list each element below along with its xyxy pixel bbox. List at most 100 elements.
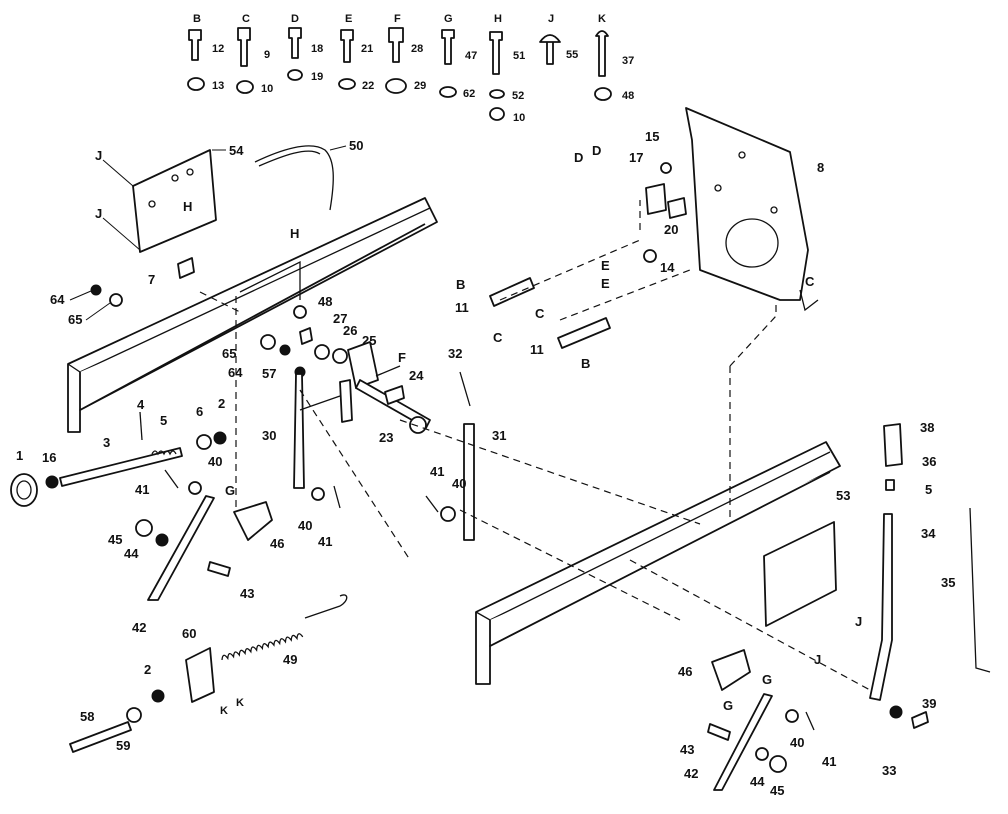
label-60: 60 [182, 626, 196, 641]
label-49: 49 [283, 652, 297, 667]
plate-8: 8 15 17 20 14 C D D E E [574, 107, 824, 312]
label-41: 41 [135, 482, 149, 497]
washer-icon [90, 284, 102, 296]
label-59: 59 [116, 738, 130, 753]
letter-J: J [814, 652, 821, 667]
lever-34: 38 36 5 34 35 33 39 [869, 420, 991, 778]
label-30: 30 [262, 428, 276, 443]
left-frame-rail [67, 197, 438, 433]
bracket-54: J J H 54 [95, 143, 244, 253]
legend-letter-g: G [444, 13, 453, 25]
legend-nut-10b: 10 [513, 112, 525, 124]
letter-K: K [236, 697, 244, 709]
legend-letter-d: D [291, 13, 299, 25]
label-45: 45 [108, 532, 122, 547]
label-65: 65 [68, 312, 82, 327]
letter-D: D [574, 150, 583, 165]
center-linkage: 48 27 26 25 F 65 64 57 23 24 30 [222, 294, 431, 489]
wire-bracket-50: 50 H [254, 138, 363, 241]
label-42: 42 [132, 620, 146, 635]
letter-E: E [601, 258, 610, 273]
label-1: 1 [16, 448, 23, 463]
letter-G: G [723, 698, 733, 713]
assembly-lines [199, 200, 871, 691]
letter-G: G [225, 483, 235, 498]
label-26: 26 [343, 323, 357, 338]
legend-nut-48: 48 [622, 90, 634, 102]
label-46: 46 [270, 536, 284, 551]
label-38: 38 [920, 420, 934, 435]
legend-bolt-47: 47 [465, 50, 477, 62]
label-35: 35 [941, 575, 955, 590]
nut-icon [439, 86, 457, 98]
legend-nut-10: 10 [261, 83, 273, 95]
legend-bolt-51: 51 [513, 50, 525, 62]
lever-31: 32 31 41 40 [425, 346, 506, 541]
legend-bolt-9: 9 [264, 49, 270, 61]
letter-C: C [493, 330, 503, 345]
label-27: 27 [333, 311, 347, 326]
label-48: 48 [318, 294, 332, 309]
legend-bolt-37: 37 [622, 55, 634, 67]
nut-icon [489, 107, 505, 121]
link-11 [489, 277, 535, 307]
letter-G: G [762, 672, 772, 687]
label-5: 5 [925, 482, 932, 497]
bolt-icon [539, 34, 561, 65]
legend-letter-c: C [242, 13, 250, 25]
legend-letter-k: K [598, 13, 606, 25]
label-15: 15 [645, 129, 659, 144]
bolt-icon [388, 27, 404, 63]
nut-icon [489, 89, 505, 99]
label-40: 40 [298, 518, 312, 533]
legend-bolt-18: 18 [311, 43, 323, 55]
link-11 [557, 317, 611, 349]
bolt-icon [188, 29, 202, 61]
label-41: 41 [318, 534, 332, 549]
nut-icon [769, 755, 787, 773]
label-54: 54 [229, 143, 244, 158]
label-39: 39 [922, 696, 936, 711]
label-50: 50 [349, 138, 363, 153]
washer-icon [109, 293, 123, 307]
label-14: 14 [660, 260, 675, 275]
legend-bolt-21: 21 [361, 43, 373, 55]
spring-assembly: 60 49 K K 2 59 58 [69, 594, 348, 753]
label-36: 36 [922, 454, 936, 469]
label-42: 42 [684, 766, 698, 781]
legend-nut-19: 19 [311, 71, 323, 83]
label-8: 8 [817, 160, 824, 175]
letter-H: H [183, 199, 192, 214]
letter-C: C [805, 274, 815, 289]
nut-icon [338, 78, 356, 90]
letter-C: C [535, 306, 545, 321]
label-41: 41 [822, 754, 836, 769]
label-40: 40 [790, 735, 804, 750]
letter-K: K [220, 705, 228, 717]
label-41: 41 [430, 464, 444, 479]
legend-nut-29: 29 [414, 80, 426, 92]
label-34: 34 [921, 526, 936, 541]
nut-icon [135, 519, 153, 537]
label-64: 64 [50, 292, 65, 307]
control-rod-assembly: 1 16 3 5 4 6 2 41 40 G 46 42 45 44 43 40… [10, 396, 341, 635]
label-2: 2 [218, 396, 225, 411]
legend-bolt-55: 55 [566, 49, 578, 61]
label-58: 58 [80, 709, 94, 724]
legend-nut-13: 13 [212, 80, 224, 92]
bolt-icon [441, 29, 455, 65]
label-11: 11 [530, 342, 544, 357]
label-5: 5 [160, 413, 167, 428]
label-4: 4 [137, 397, 145, 412]
label-44: 44 [750, 774, 765, 789]
legend-nut-52: 52 [512, 90, 524, 102]
label-11: 11 [455, 300, 469, 315]
part-7 [177, 257, 195, 279]
label-23: 23 [379, 430, 393, 445]
bolt-icon [340, 29, 354, 63]
letter-J: J [855, 614, 862, 629]
right-frame-rail: 53 J J [475, 441, 862, 685]
legend-bolt-12: 12 [212, 43, 224, 55]
hardware-legend: B 12 13 C 9 10 D 18 19 E 21 22 F 28 29 G… [187, 13, 634, 124]
